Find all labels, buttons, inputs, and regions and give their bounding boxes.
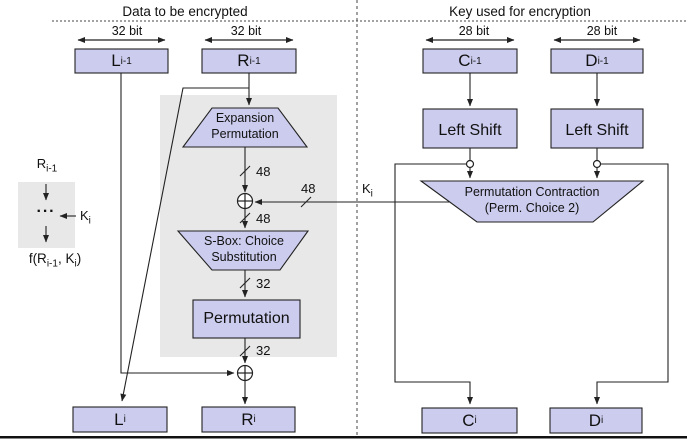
register-sub: i-1 [249, 55, 261, 67]
key-base: K [362, 181, 371, 196]
header-key: Key used for encryption [449, 4, 591, 19]
left-shift-c-label: Left Shift [438, 121, 502, 139]
permutation-label: Permutation [203, 310, 290, 327]
wire-lprev-to-xor2 [120, 73, 235, 376]
f-part: ) [76, 251, 82, 266]
bit-label-c: 28 bit [458, 24, 490, 38]
legend-sub: i-1 [46, 163, 58, 175]
left-shift-d-box [550, 108, 644, 149]
bus-ticks [239, 165, 312, 357]
register-box-l-cur [72, 406, 168, 433]
key-sub: i [370, 188, 373, 200]
register-box-c-cur [421, 407, 518, 434]
tick-perm-out [239, 345, 251, 357]
perm-contraction-line1: Permutation Contraction [464, 185, 600, 199]
expansion-label-line2: Permutation [211, 127, 279, 141]
register-base: C [462, 410, 475, 430]
wire-loop-to-ccur [394, 163, 473, 405]
register-sub: i [474, 415, 477, 426]
left-shift-d-label: Left Shift [565, 121, 629, 139]
bus-width-sbox-out: 32 [256, 276, 271, 291]
f-part: , K [57, 251, 75, 266]
tick-xor-out [239, 212, 251, 224]
register-base: L [114, 409, 124, 429]
legend-dots: ··· [36, 203, 56, 220]
bus-width-expansion-out: 48 [256, 164, 271, 179]
branch-node-d [592, 159, 602, 169]
sbox-label-line2: Substitution [211, 250, 277, 264]
register-sub: i-1 [470, 55, 482, 67]
legend-sub: i [88, 215, 91, 227]
register-base: C [458, 51, 471, 70]
register-box-d-prev [550, 48, 644, 74]
sbox-label-line1: S-Box: Choice [204, 234, 284, 248]
f-part-sub: i [74, 258, 77, 270]
key-label: Ki [362, 181, 373, 200]
register-base: R [237, 51, 250, 70]
register-sub: i-1 [597, 55, 609, 67]
bottom-border [0, 436, 687, 439]
register-sub: i [123, 414, 126, 425]
bus-width-perm-out: 32 [256, 343, 271, 358]
register-base: D [588, 410, 602, 430]
sbox-shape [176, 230, 310, 271]
bit-label-d: 28 bit [586, 24, 618, 38]
tick-sbox-out [239, 277, 251, 289]
perm-contraction-shape [419, 180, 645, 223]
expansion-permutation-shape [181, 107, 309, 148]
legend-f-label: f(Ri-1, Ki) [29, 251, 81, 270]
left-shift-c-box [422, 108, 518, 149]
register-box-r-cur [201, 406, 296, 433]
bus-width-key-in: 48 [301, 181, 316, 196]
register-box-r-prev [201, 48, 297, 74]
register-sub: i [253, 414, 256, 425]
register-box-l-prev [74, 48, 169, 74]
expansion-label-line1: Expansion [215, 111, 275, 125]
legend-key-label: Ki [80, 208, 91, 227]
nodes [236, 159, 602, 382]
bit-label-l: 32 bit [111, 24, 143, 38]
wire-rprev-to-lcur [120, 87, 249, 402]
f-part-sub: i-1 [46, 258, 58, 270]
blocks [72, 48, 645, 434]
f-part: f(R [28, 251, 47, 266]
register-base: D [585, 51, 598, 70]
legend-arrows [43, 184, 76, 243]
bus-width-xor-out: 48 [256, 211, 271, 226]
register-base: L [111, 51, 121, 70]
tick-key-in [300, 196, 312, 208]
register-box-d-cur [549, 407, 643, 434]
permutation-box [192, 299, 301, 339]
register-sub: i [601, 415, 604, 426]
legend-base: R [36, 156, 47, 171]
wire-loop-to-dcur [594, 163, 669, 405]
register-sub: i-1 [120, 55, 132, 67]
tick-expansion-out [239, 165, 251, 177]
legend-input-label: Ri-1 [37, 156, 58, 175]
header-data: Data to be encrypted [122, 4, 248, 19]
perm-contraction-line2: (Perm. Choice 2) [484, 201, 580, 215]
register-base: R [241, 409, 254, 429]
separators [52, 0, 687, 436]
legend-base: K [80, 208, 89, 223]
branch-node-c [465, 159, 475, 169]
bit-label-r: 32 bit [230, 24, 262, 38]
register-box-c-prev [422, 48, 518, 74]
